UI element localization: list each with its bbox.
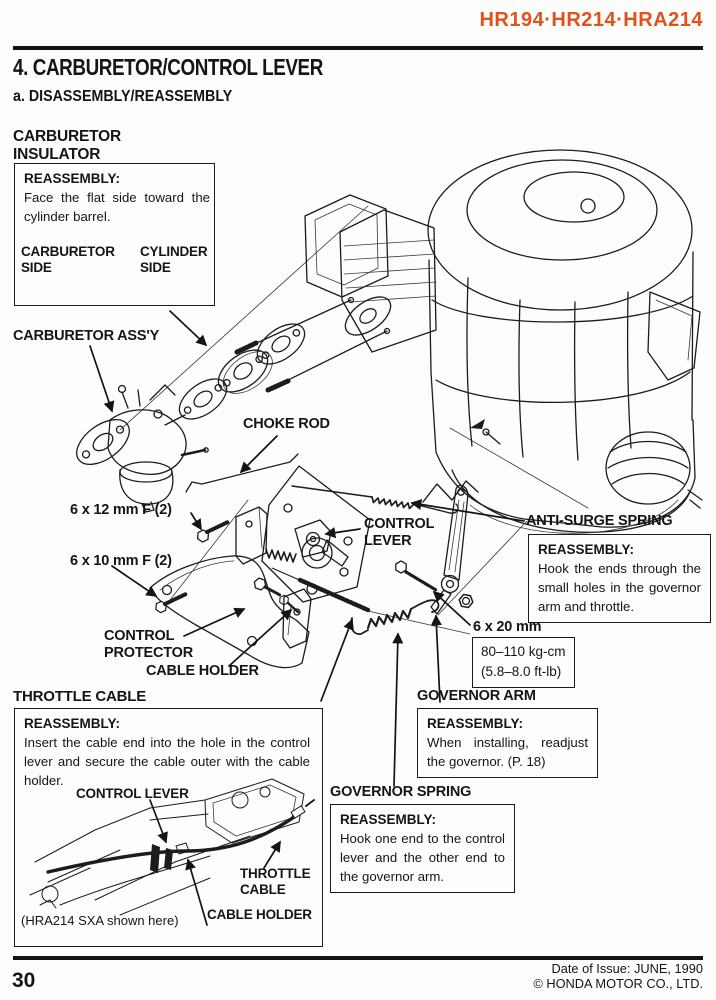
governor-arm-note-body: When installing, readjust the governor. … xyxy=(427,735,588,770)
insulator-note-heading: REASSEMBLY: xyxy=(24,171,121,186)
throttle-cable-note-box: REASSEMBLY: Insert the cable end into th… xyxy=(14,708,323,947)
governor-arm-illustration xyxy=(392,484,475,615)
anti-surge-note-box: REASSEMBLY: Hook the ends through the sm… xyxy=(528,534,711,624)
header-models: HR194·HR214·HRA214 xyxy=(479,9,703,31)
label-carburetor-side: CARBURETOR SIDE xyxy=(21,244,115,275)
label-bolt-6x12: 6 x 12 mm F (2) xyxy=(70,502,172,518)
governor-spring-note-body: Hook one end to the control lever and th… xyxy=(340,831,505,885)
carburetor-assy-illustration xyxy=(76,384,209,513)
label-governor-arm: GOVERNOR ARM xyxy=(417,688,536,704)
engine-illustration xyxy=(304,149,703,534)
governor-arm-note-box: REASSEMBLY: When installing, readjust th… xyxy=(417,708,598,779)
header-rule xyxy=(13,46,703,50)
throttle-cable-inset-sketch xyxy=(29,778,315,926)
date-of-issue: Date of Issue: JUNE, 1990 xyxy=(551,961,703,976)
label-carburetor-assy: CARBURETOR ASS'Y xyxy=(13,328,160,344)
insulator-note-body: Face the flat side toward the cylinder b… xyxy=(24,190,210,225)
label-bolt-6x10: 6 x 10 mm F (2) xyxy=(70,553,172,569)
footer-issue-copyright: Date of Issue: JUNE, 1990 © HONDA MOTOR … xyxy=(533,961,703,992)
label-carburetor-insulator: CARBURETOR INSULATOR xyxy=(13,128,121,164)
insulator-note-box: REASSEMBLY: Face the flat side toward th… xyxy=(14,163,215,306)
anti-surge-note-body: Hook the ends through the small holes in… xyxy=(538,561,701,615)
leader-arrows xyxy=(89,310,525,787)
throttle-cable-note-body: Insert the cable end into the hole in th… xyxy=(24,735,310,789)
inset-label-throttle-cable: THROTTLE CABLE xyxy=(240,866,311,897)
control-lever-assembly xyxy=(235,465,371,614)
inset-label-cable-holder: CABLE HOLDER xyxy=(207,907,312,922)
anti-surge-note-heading: REASSEMBLY: xyxy=(538,542,635,557)
label-governor-spring: GOVERNOR SPRING xyxy=(330,784,472,800)
label-throttle-cable: THROTTLE CABLE xyxy=(13,688,147,705)
label-control-lever: CONTROL LEVER xyxy=(364,516,435,550)
inset-label-control-lever: CONTROL LEVER xyxy=(76,786,189,801)
copyright: © HONDA MOTOR CO., LTD. xyxy=(533,976,703,992)
section-heading: 4. CARBURETOR/CONTROL LEVER xyxy=(13,54,323,80)
choke-rod-illustration xyxy=(185,453,299,493)
alignment-plane-lines xyxy=(119,205,589,635)
gasket-insulator-stack xyxy=(178,323,306,420)
label-choke-rod: CHOKE ROD xyxy=(243,416,330,432)
flange-bolts-illustration xyxy=(153,520,230,615)
torque-line1: 80–110 kg-cm xyxy=(481,644,566,659)
page-number: 30 xyxy=(12,969,36,992)
label-cable-holder: CABLE HOLDER xyxy=(146,663,259,679)
torque-spec-box: 80–110 kg-cm (5.8–8.0 ft-lb) xyxy=(472,637,575,688)
label-cylinder-side: CYLINDER SIDE xyxy=(140,244,208,275)
governor-arm-note-heading: REASSEMBLY: xyxy=(427,716,524,731)
torque-line2: (5.8–8.0 ft-lb) xyxy=(481,664,562,680)
governor-spring-note-heading: REASSEMBLY: xyxy=(340,812,437,827)
governor-spring-note-box: REASSEMBLY: Hook one end to the control … xyxy=(330,804,515,894)
label-anti-surge-spring: ANTI-SURGE SPRING xyxy=(526,513,673,529)
throttle-cable-note-heading: REASSEMBLY: xyxy=(24,716,121,731)
throttle-rod-illustration xyxy=(271,567,371,613)
mounting-studs xyxy=(234,296,391,393)
subsection-heading: a. DISASSEMBLY/REASSEMBLY xyxy=(13,88,233,105)
footer-rule xyxy=(13,956,703,960)
inset-caption: (HRA214 SXA shown here) xyxy=(21,913,179,928)
label-control-protector: CONTROL PROTECTOR xyxy=(104,628,193,662)
